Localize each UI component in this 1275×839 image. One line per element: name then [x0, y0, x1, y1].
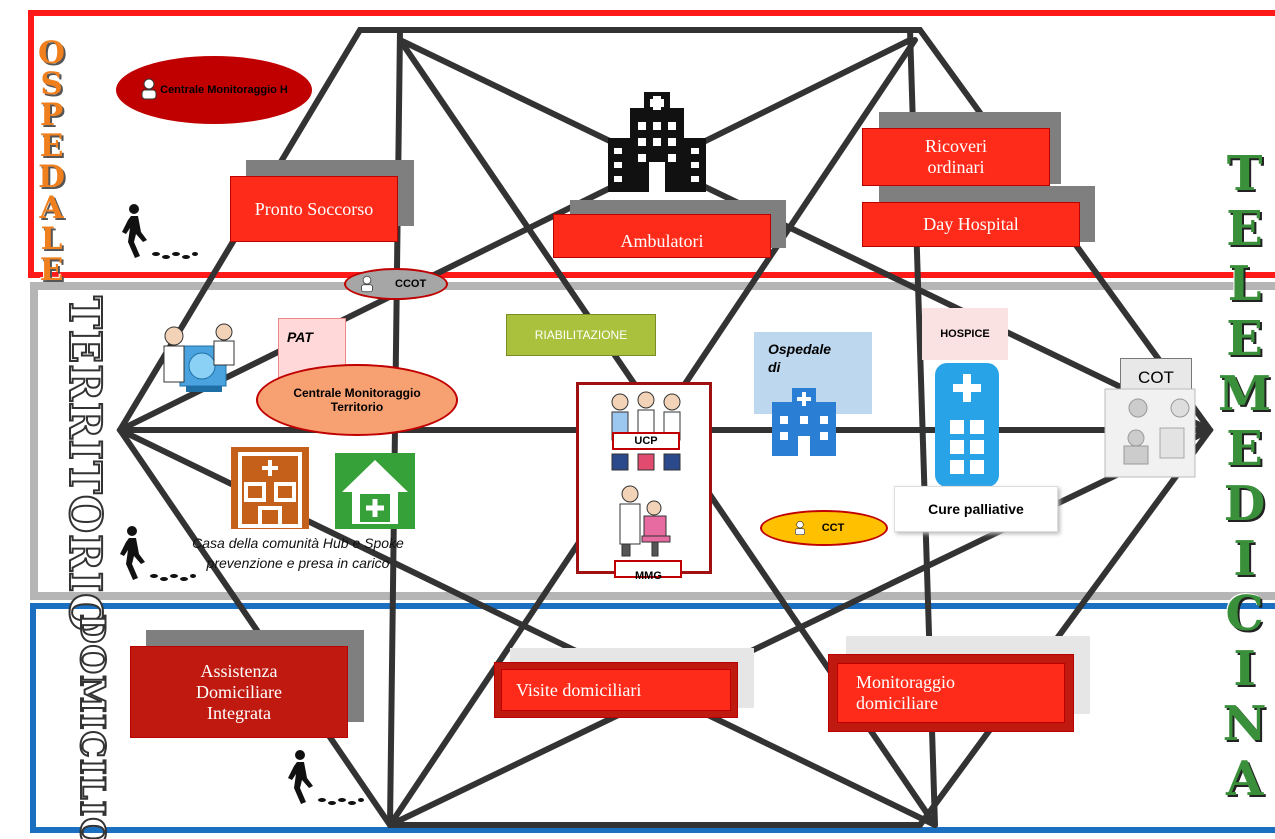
- walking-person-icon: [122, 204, 198, 259]
- ospedale-letter: A: [39, 190, 64, 226]
- tele-letter: A: [1225, 751, 1264, 807]
- walking-person-icon: [120, 526, 196, 581]
- tele-letter: E: [1226, 421, 1263, 477]
- ospedale-letter: S: [40, 66, 63, 102]
- hospice-label: HOSPICE: [940, 328, 990, 340]
- ambulatori-label: Ambulatori: [620, 230, 704, 251]
- tele-letter: M: [1218, 366, 1272, 422]
- visite-label: Visite domiciliari: [516, 679, 642, 700]
- band-domicilio: [30, 603, 1275, 833]
- cot-center-icon: [1104, 388, 1196, 478]
- ccot-ellipse: CCOT: [344, 268, 448, 300]
- domicilio-title: DOMICILIO: [71, 613, 113, 839]
- ospedale-letter: E: [39, 128, 64, 164]
- ccot-label: CCOT: [395, 278, 427, 290]
- ucp-label: UCP: [634, 435, 658, 447]
- riabilitazione-label: RIABILITAZIONE: [534, 328, 628, 342]
- ucp-tag: UCP: [612, 432, 680, 450]
- visite-box: Visite domiciliari: [501, 669, 731, 711]
- cure-palliative-box: Cure palliative: [894, 486, 1058, 532]
- pronto-soccorso-label: Pronto Soccorso: [254, 198, 374, 219]
- day-hospital-label: Day Hospital: [923, 214, 1019, 234]
- home-plus-icon: [335, 453, 415, 529]
- tele-letter: L: [1227, 256, 1262, 312]
- band-ospedale: [28, 10, 1275, 278]
- tele-letter: T: [1226, 146, 1263, 202]
- ospedale-letter: E: [39, 252, 64, 288]
- cct-label: CCT: [821, 522, 845, 534]
- ospedale-letter: L: [40, 221, 63, 257]
- line-r-bottom-left: [387, 427, 1213, 828]
- clinic-icon: [231, 447, 309, 529]
- centrale-h-label: Centrale Monitoraggio H: [160, 84, 288, 96]
- centrale-t-label: Centrale Monitoraggio Territorio: [293, 386, 421, 414]
- ospedale-letter: D: [38, 159, 65, 195]
- ospedale-letter: P: [39, 97, 64, 133]
- adi-label: Assistenza Domiciliare Integrata: [196, 660, 282, 723]
- ospedale-letter: O: [38, 35, 66, 71]
- doctor-icon: [795, 521, 805, 535]
- tele-letter: I: [1233, 531, 1256, 587]
- mmg-label: MMG: [635, 570, 662, 582]
- ricoveri-label: Ricoveri ordinari: [925, 136, 987, 177]
- casa-comunita-caption: Casa della comunità Hub e Spoke prevenzi…: [180, 532, 416, 574]
- ricoveri-box: Ricoveri ordinari: [862, 128, 1050, 186]
- centrale-monitoraggio-territorio: Centrale Monitoraggio Territorio: [256, 364, 458, 436]
- territorio-title: TERRITORIO: [58, 295, 111, 634]
- line-l-top-right: [117, 37, 913, 433]
- pronto-soccorso-box: Pronto Soccorso: [230, 176, 398, 242]
- visite-outer: Visite domiciliari: [494, 662, 738, 718]
- doctor-icon: [361, 275, 373, 293]
- tele-letter: D: [1223, 476, 1266, 532]
- tele-letter: E: [1226, 201, 1263, 257]
- hospice-box: HOSPICE: [922, 308, 1008, 360]
- tele-letter: E: [1226, 311, 1263, 367]
- monitoraggio-label: Monitoraggio domiciliare: [856, 672, 955, 713]
- hospital-icon: [772, 388, 836, 456]
- doctor-icon: [141, 78, 157, 100]
- adi-box: Assistenza Domiciliare Integrata: [130, 646, 348, 738]
- pat-label: PAT: [287, 329, 313, 345]
- ospedale-di-label: Ospedale di: [768, 341, 832, 375]
- cot-label: COT: [1138, 368, 1174, 387]
- tele-letter: C: [1225, 586, 1264, 642]
- walking-person-icon: [288, 750, 364, 805]
- band-territorio: [30, 282, 1275, 600]
- patient-visit-icon: [619, 485, 671, 557]
- riabilitazione-box: RIABILITAZIONE: [506, 314, 656, 356]
- doctor-computer-icon: [163, 323, 235, 392]
- hospice-building-icon: [935, 363, 999, 487]
- cct-ellipse: CCT: [760, 510, 888, 546]
- mmg-tag: MMG: [614, 560, 682, 582]
- day-hospital-box: Day Hospital: [862, 202, 1080, 247]
- tele-letter: N: [1222, 696, 1267, 752]
- casa-comunita-label: Casa della comunità Hub e Spoke prevenzi…: [192, 535, 404, 571]
- ambulatori-box: Ambulatori: [553, 214, 771, 258]
- line-r-top-left: [397, 37, 1213, 433]
- doctors-group-icon: [611, 391, 681, 471]
- monitoraggio-box: Monitoraggio domiciliare: [837, 663, 1065, 723]
- hospital-building-icon: [608, 92, 706, 192]
- cure-palliative-label: Cure palliative: [928, 501, 1024, 517]
- tele-letter: I: [1233, 641, 1256, 697]
- monitoraggio-outer: Monitoraggio domiciliare: [828, 654, 1074, 732]
